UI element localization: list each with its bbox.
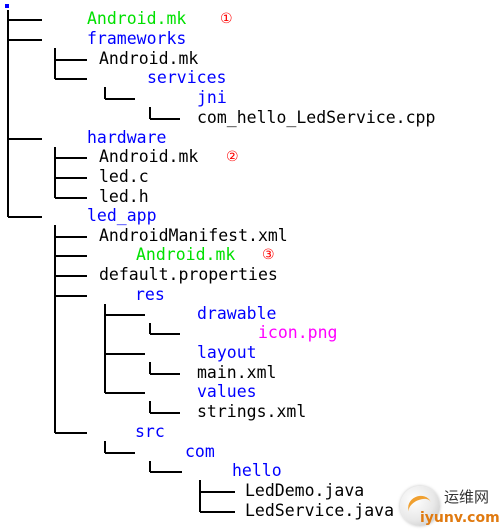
tree-node-strings-xml: strings.xml [197, 402, 307, 421]
tree-node-frameworks: frameworks [87, 29, 187, 48]
tree-node-hello: hello [232, 461, 282, 480]
watermark-globe-icon [400, 486, 440, 526]
tree-node-led-app: led_app [87, 206, 157, 225]
tree-node-android-manifest: AndroidManifest.xml [99, 226, 288, 245]
marker-circled-3: ③ [262, 247, 275, 263]
tree-node-main-xml: main.xml [197, 363, 277, 382]
tree-node-drawable: drawable [197, 304, 277, 323]
tree-node-led-c: led.c [99, 167, 149, 186]
tree-node-icon-png: icon.png [258, 323, 338, 342]
tree-node-android-mk-root: Android.mk [87, 9, 187, 28]
tree-node-jni: jni [197, 88, 227, 107]
tree-node-led-app-android-mk: Android.mk [136, 245, 236, 264]
marker-circled-2: ② [226, 149, 239, 165]
tree-node-layout: layout [197, 343, 257, 362]
watermark-url-text: iyunv.com [420, 510, 500, 526]
tree-node-values: values [197, 382, 257, 401]
tree-node-led-service-cpp: com_hello_LedService.cpp [197, 108, 436, 127]
tree-node-res: res [135, 285, 165, 304]
tree-node-services: services [147, 68, 227, 87]
tree-node-hardware: hardware [87, 128, 167, 147]
tree-node-hardware-android-mk: Android.mk [99, 147, 199, 166]
tree-node-com: com [185, 442, 215, 461]
tree-node-src: src [135, 422, 165, 441]
watermark-chinese-text: 运维网 [444, 488, 490, 506]
tree-node-frameworks-android-mk: Android.mk [99, 49, 199, 68]
tree-node-led-service-java: LedService.java [245, 501, 395, 520]
marker-circled-1: ① [220, 11, 233, 27]
tree-node-default-properties: default.properties [99, 265, 278, 284]
tree-node-led-demo-java: LedDemo.java [245, 481, 365, 500]
watermark-logo: 运维网 iyunv.com [400, 482, 504, 531]
tree-node-led-h: led.h [99, 187, 149, 206]
root-node-dot [5, 4, 9, 8]
